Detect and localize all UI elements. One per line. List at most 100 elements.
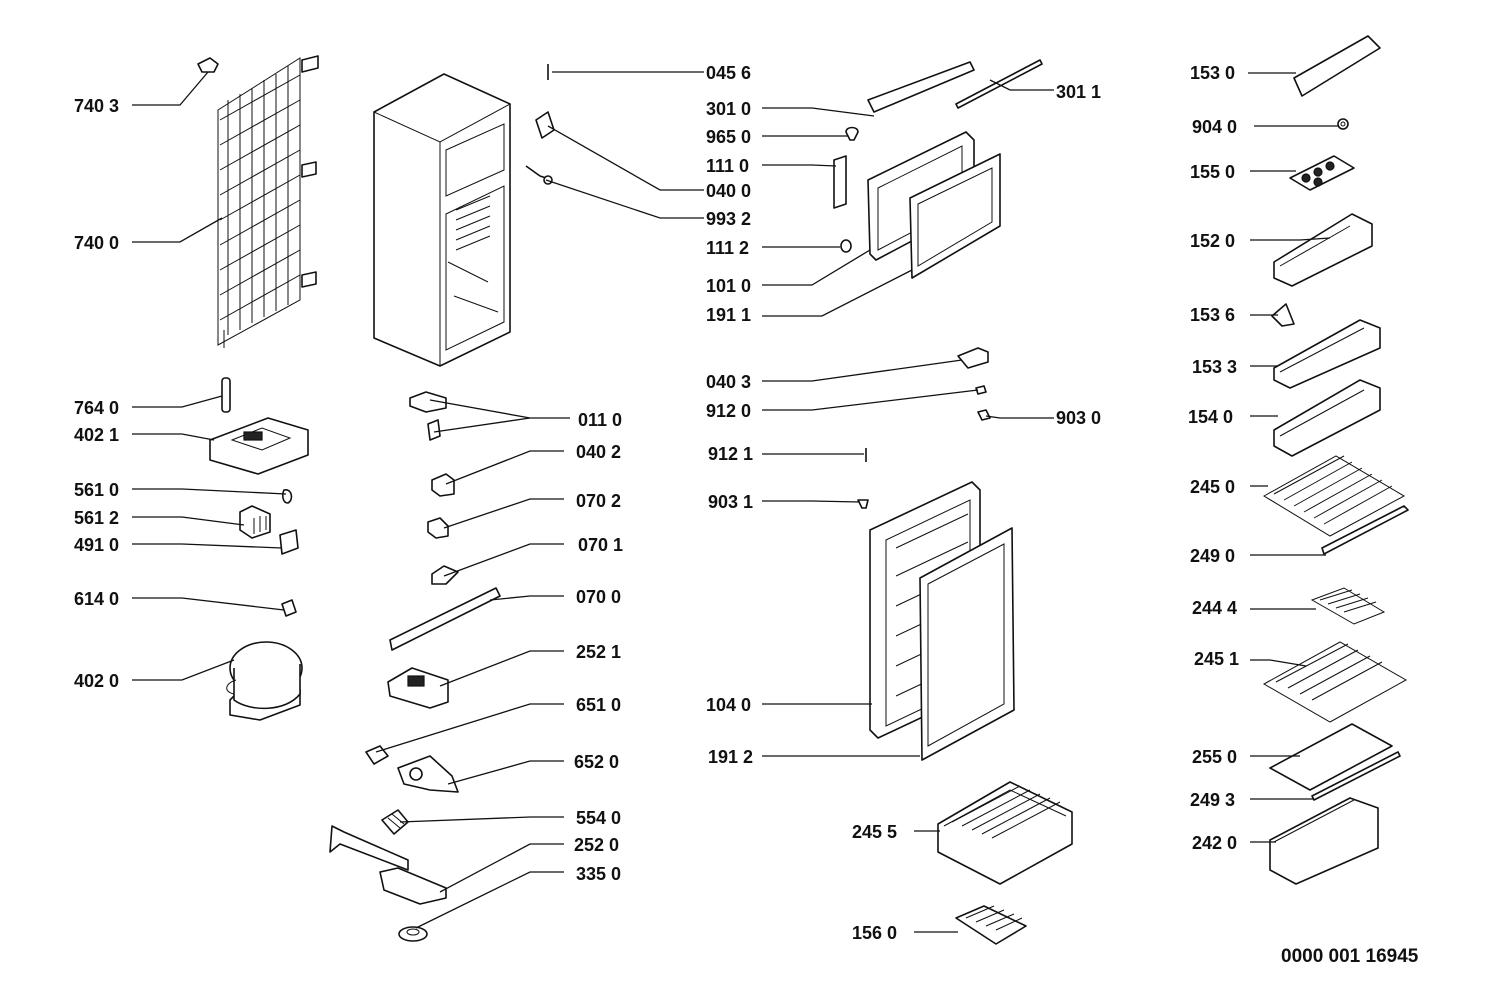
starter-relay-part	[239, 505, 271, 539]
label-764-0: 764 0	[74, 398, 119, 418]
fridge-door-gasket-part	[919, 527, 1015, 761]
label-152-0: 152 0	[1190, 231, 1235, 251]
hinge-bottom-part	[957, 347, 989, 369]
hinge-top-part	[535, 111, 555, 139]
label-965-0: 965 0	[706, 127, 751, 147]
freezer-door-trim-part	[867, 59, 1043, 113]
label-070-1: 070 1	[578, 535, 623, 555]
label-153-0: 153 0	[1190, 63, 1235, 83]
label-903-0: 903 0	[1056, 408, 1101, 428]
label-301-0: 301 0	[706, 99, 751, 119]
thermostat-part	[397, 755, 459, 793]
label-245-0: 245 0	[1190, 477, 1235, 497]
label-111-0: 111 0	[706, 156, 749, 176]
label-402-0: 402 0	[74, 671, 119, 691]
hinge-washer-part	[977, 409, 991, 421]
label-111-2: 111 2	[706, 238, 749, 258]
crisper-cover-frame-part	[937, 781, 1073, 885]
evaporating-tray-part	[209, 417, 309, 475]
label-652-0: 652 0	[574, 752, 619, 772]
label-153-6: 153 6	[1190, 305, 1235, 325]
label-561-2: 561 2	[74, 508, 119, 528]
label-561-0: 561 0	[74, 480, 119, 500]
hinge-pin-part	[525, 165, 553, 185]
hinge-middle-part	[833, 155, 847, 209]
label-153-3: 153 3	[1192, 357, 1237, 377]
label-912-0: 912 0	[706, 401, 751, 421]
lamp-cover-part	[329, 825, 409, 871]
label-301-1: 301 1	[1056, 82, 1101, 102]
grommet-part	[281, 599, 297, 617]
label-244-4: 244 4	[1192, 598, 1237, 618]
shelf-trim-part	[1321, 505, 1409, 555]
label-155-0: 155 0	[1190, 162, 1235, 182]
label-912-1: 912 1	[708, 444, 753, 464]
label-252-1: 252 1	[576, 642, 621, 662]
label-335-0: 335 0	[576, 864, 621, 884]
drawing-number: 0000 001 16945	[1281, 946, 1419, 967]
label-904-0: 904 0	[1192, 117, 1237, 137]
small-grid-shelf-part	[1310, 587, 1386, 625]
ice-tray-part	[955, 905, 1027, 945]
door-bushing-part	[845, 126, 859, 141]
hinge-screw-part	[975, 385, 987, 395]
condenser-clip-part	[197, 57, 219, 73]
part-labels: 740 3 740 0 764 0 402 1 561 0 561 2 491 …	[74, 63, 1239, 943]
label-101-0: 101 0	[706, 276, 751, 296]
relay-clip-part	[282, 489, 293, 504]
label-104-0: 104 0	[706, 695, 751, 715]
foot-part	[427, 419, 441, 441]
crisper-drawer-part	[1269, 797, 1379, 885]
label-252-0: 252 0	[574, 835, 619, 855]
label-070-2: 070 2	[576, 491, 621, 511]
switch-part	[427, 517, 449, 539]
compressor-part	[226, 641, 303, 721]
label-040-0: 040 0	[706, 181, 751, 201]
door-cap-part	[840, 239, 852, 253]
label-040-3: 040 3	[706, 372, 751, 392]
label-249-3: 249 3	[1190, 790, 1235, 810]
label-903-1: 903 1	[708, 492, 753, 512]
door-shelf-large-part	[1273, 379, 1381, 457]
bottle-shelf-part	[1273, 213, 1373, 287]
glass-shelf-part	[1269, 723, 1393, 791]
label-491-0: 491 0	[74, 535, 119, 555]
label-070-0: 070 0	[576, 587, 621, 607]
label-249-0: 249 0	[1190, 546, 1235, 566]
label-740-0: 740 0	[74, 233, 119, 253]
door-shelf-small-part	[1273, 319, 1381, 389]
label-045-6: 045 6	[706, 63, 751, 83]
label-156-0: 156 0	[852, 923, 897, 943]
label-154-0: 154 0	[1188, 407, 1233, 427]
label-740-3: 740 3	[74, 96, 119, 116]
label-191-2: 191 2	[708, 747, 753, 767]
washer-part	[1337, 118, 1349, 130]
shelf-clip-part	[1271, 303, 1295, 327]
label-993-2: 993 2	[706, 209, 751, 229]
label-651-0: 651 0	[576, 695, 621, 715]
door-stop-bracket-part	[409, 391, 447, 413]
wire-shelf-small-part	[1262, 641, 1408, 723]
egg-tray-part	[1289, 155, 1355, 191]
label-191-1: 191 1	[706, 305, 751, 325]
freezer-door-gasket-part	[909, 153, 1001, 279]
filter-drier-part	[221, 377, 231, 413]
label-402-1: 402 1	[74, 425, 119, 445]
control-knob-part	[398, 926, 428, 942]
overload-protector-part	[279, 529, 299, 555]
label-242-0: 242 0	[1192, 833, 1237, 853]
label-255-0: 255 0	[1192, 747, 1237, 767]
label-554-0: 554 0	[576, 808, 621, 828]
control-box-part	[379, 867, 447, 905]
label-245-5: 245 5	[852, 822, 897, 842]
cabinet-part	[373, 73, 511, 367]
leader-lines	[132, 71, 1338, 933]
condenser-coil-part	[217, 55, 319, 348]
label-011-0: 011 0	[578, 410, 622, 430]
label-245-1: 245 1	[1194, 649, 1239, 669]
thermostat-housing-part	[387, 667, 449, 709]
label-040-2: 040 2	[576, 442, 621, 462]
lamp-holder-part	[431, 473, 455, 497]
label-614-0: 614 0	[74, 589, 119, 609]
